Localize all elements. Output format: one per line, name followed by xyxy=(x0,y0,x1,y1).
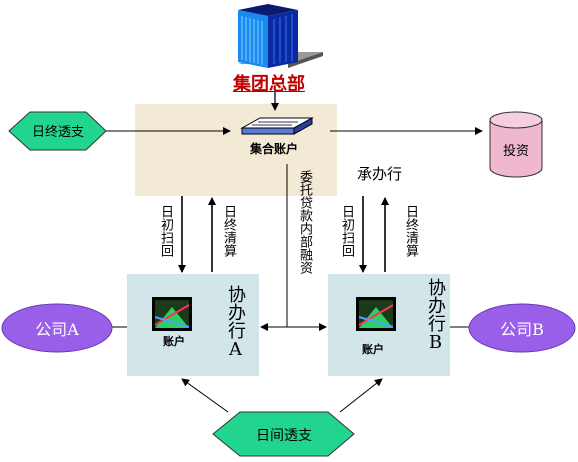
overdraft-hexagon xyxy=(8,111,107,151)
building-icon xyxy=(238,4,323,68)
intraday-to-b-arrow xyxy=(339,378,383,413)
center-bank-label: 承办行 xyxy=(357,165,403,183)
right-up-label: 日终清算 xyxy=(403,205,418,257)
account-screen-icon xyxy=(152,297,192,331)
account-screen-icon xyxy=(356,297,396,331)
company-a-label: 公司A xyxy=(35,320,79,339)
bank-b-account-label: 账户 xyxy=(362,343,384,356)
right-down-label: 日初扫回 xyxy=(339,205,354,257)
company-b-ellipse xyxy=(468,303,576,353)
center-account-label: 集合账户 xyxy=(250,142,299,156)
sub-bank-a-box xyxy=(127,274,259,376)
intraday-hexagon xyxy=(212,411,355,457)
hq-label: 集团总部 xyxy=(233,74,305,95)
company-b-label: 公司B xyxy=(500,320,544,339)
left-down-label: 日初扫回 xyxy=(158,205,173,257)
bank-a-name: 协办行A xyxy=(225,285,246,360)
left-up-label: 日终清算 xyxy=(221,205,236,257)
intraday-to-a-arrow xyxy=(181,378,229,413)
intraday-label: 日间透支 xyxy=(256,428,312,444)
company-a-ellipse xyxy=(1,303,113,353)
bank-a-account-label: 账户 xyxy=(163,335,185,348)
investment-cylinder xyxy=(489,111,543,178)
server-icon xyxy=(240,117,314,135)
investment-label: 投资 xyxy=(502,144,529,159)
bank-b-name: 协办行B xyxy=(425,278,446,353)
entrusted-loan-label: 委托贷款内部融资 xyxy=(297,170,312,274)
overdraft-label: 日终透支 xyxy=(31,125,84,140)
